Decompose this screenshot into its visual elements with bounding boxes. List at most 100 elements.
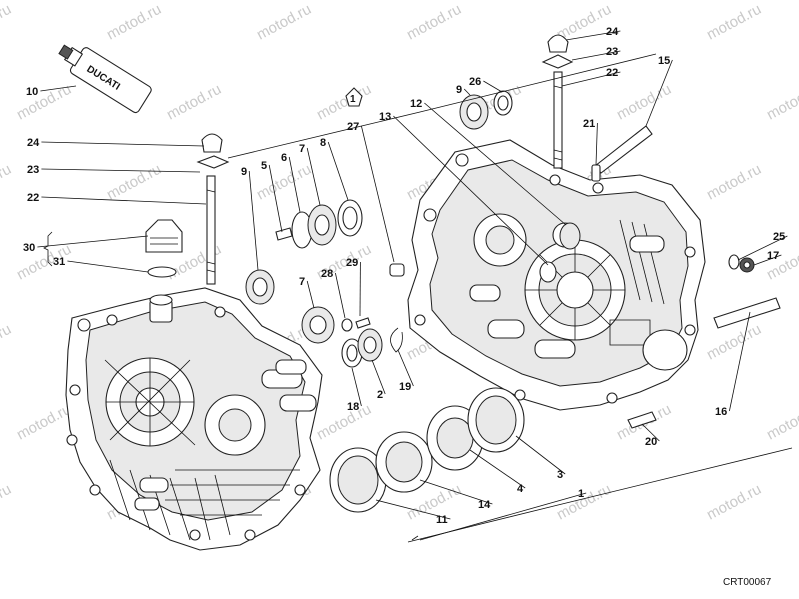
leader-line bbox=[41, 168, 201, 173]
part-label: 9 bbox=[456, 84, 462, 96]
part-label: 22 bbox=[27, 192, 39, 204]
small-parts: DUCATI bbox=[58, 34, 781, 513]
watermark: motod.ru bbox=[314, 81, 374, 124]
right-crankcase-half bbox=[407, 139, 706, 411]
leader-line bbox=[561, 71, 621, 87]
part-label: 15 bbox=[658, 55, 670, 67]
watermark: motod.ru bbox=[104, 161, 164, 204]
part-label: 21 bbox=[583, 118, 595, 130]
watermark: motod.ru bbox=[0, 321, 14, 364]
watermark: motod.ru bbox=[704, 161, 764, 204]
leader-line bbox=[248, 170, 259, 271]
leader-line bbox=[753, 254, 782, 266]
part-label: 25 bbox=[773, 231, 785, 243]
leader-line bbox=[288, 156, 301, 213]
watermark: motod.ru bbox=[704, 1, 764, 44]
part-label: 7 bbox=[299, 143, 305, 155]
reference-code: CRT00067 bbox=[723, 577, 772, 588]
part-label: 27 bbox=[347, 121, 359, 133]
group-marker-shape bbox=[345, 87, 363, 107]
part-label: 14 bbox=[478, 499, 491, 511]
part-label: 1 bbox=[578, 488, 584, 500]
leader-line bbox=[419, 479, 493, 505]
left-crankcase-half bbox=[65, 287, 323, 551]
part-label: 2 bbox=[377, 389, 383, 401]
leader-line bbox=[40, 85, 77, 92]
leader-line bbox=[327, 141, 349, 201]
part-label: 12 bbox=[410, 98, 422, 110]
part-label: 22 bbox=[606, 67, 618, 79]
part-label: 11 bbox=[436, 514, 448, 526]
part-label: 31 bbox=[53, 256, 65, 268]
watermark: motod.ru bbox=[0, 481, 14, 524]
watermark: motod.ru bbox=[314, 401, 374, 444]
leader-line bbox=[371, 359, 386, 395]
leader-line bbox=[41, 196, 207, 205]
sealant-tube: DUCATI bbox=[58, 44, 152, 114]
leader-line bbox=[375, 499, 451, 520]
watermark: motod.ru bbox=[764, 81, 799, 124]
part-label: 6 bbox=[281, 152, 287, 164]
part-label: 18 bbox=[347, 401, 359, 413]
part-label: 29 bbox=[346, 257, 358, 269]
leader-line bbox=[595, 122, 598, 166]
leader-line bbox=[729, 311, 751, 412]
leader-line bbox=[483, 80, 503, 93]
leader-line bbox=[306, 280, 315, 309]
part-label: 23 bbox=[27, 164, 39, 176]
watermark: motod.ru bbox=[764, 241, 799, 284]
leader-line bbox=[37, 235, 149, 248]
part-label: 10 bbox=[26, 86, 38, 98]
leader-line bbox=[41, 141, 205, 147]
part-label: 23 bbox=[606, 46, 618, 58]
watermark: motod.ru bbox=[404, 1, 464, 44]
part-label: 20 bbox=[645, 436, 657, 448]
watermark: motod.ru bbox=[104, 1, 164, 44]
part-label: 17 bbox=[767, 250, 779, 262]
part-labels: 1234567789910111213141516171819202122222… bbox=[23, 26, 785, 526]
part-label: 19 bbox=[399, 381, 411, 393]
leader-line bbox=[641, 423, 660, 442]
part-label: 30 bbox=[23, 242, 35, 254]
leader-line bbox=[67, 260, 149, 273]
watermark: motod.ru bbox=[254, 1, 314, 44]
leader-line bbox=[361, 125, 395, 263]
part-label: 3 bbox=[557, 469, 563, 481]
watermark: motod.ru bbox=[764, 401, 799, 444]
leader-line bbox=[737, 235, 788, 261]
leader-line bbox=[351, 367, 362, 407]
leader-line bbox=[565, 30, 621, 41]
leader-line bbox=[268, 164, 283, 233]
watermark: motod.ru bbox=[0, 1, 14, 44]
part-label: 7 bbox=[299, 276, 305, 288]
part-label: 28 bbox=[321, 268, 333, 280]
leader-line bbox=[424, 102, 567, 226]
part-label: 16 bbox=[715, 406, 727, 418]
part-label: 8 bbox=[320, 137, 326, 149]
leader-line bbox=[335, 272, 346, 319]
watermark: motod.ru bbox=[0, 161, 14, 204]
leader-line bbox=[419, 492, 587, 541]
part-label: 9 bbox=[241, 166, 247, 178]
leader-line bbox=[306, 147, 321, 206]
watermark: motod.ru bbox=[14, 401, 74, 444]
leader-line bbox=[397, 349, 414, 387]
leader-lines bbox=[37, 30, 788, 541]
watermark: motod.ru bbox=[704, 321, 764, 364]
part-label: 13 bbox=[379, 111, 391, 123]
part-label: 24 bbox=[606, 26, 619, 38]
leader-line bbox=[515, 435, 566, 475]
leader-line bbox=[463, 88, 471, 96]
watermark: motod.ru bbox=[704, 481, 764, 524]
part-label: 5 bbox=[261, 160, 267, 172]
leader-line bbox=[393, 115, 549, 266]
leader-line bbox=[469, 449, 526, 489]
leader-line bbox=[645, 59, 673, 127]
watermark: motod.ru bbox=[614, 81, 674, 124]
group-marker-label: 1 bbox=[350, 94, 356, 105]
watermark: motod.ru bbox=[164, 81, 224, 124]
part-label: 26 bbox=[469, 76, 481, 88]
part-label: 4 bbox=[517, 483, 524, 495]
leader-line bbox=[571, 50, 621, 61]
